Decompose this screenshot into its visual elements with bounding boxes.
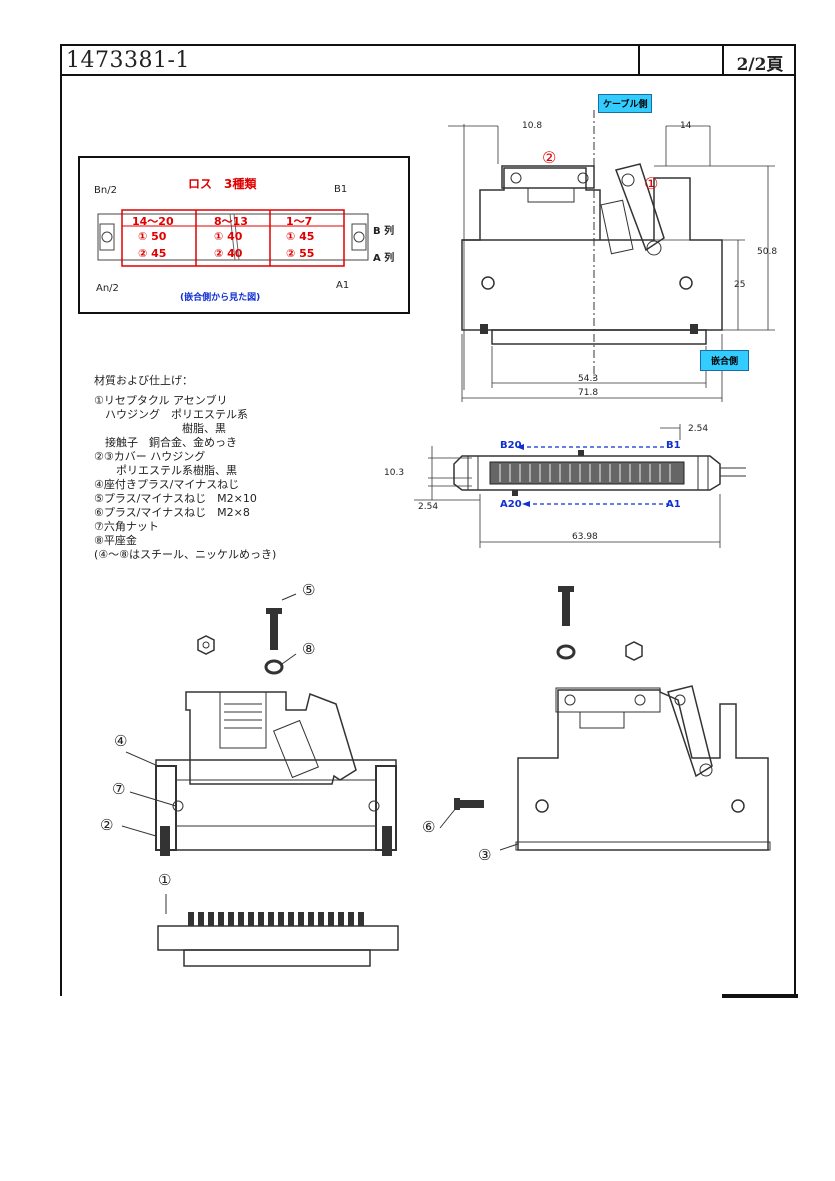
callout-3: ③ [478, 846, 492, 864]
materials-list: 材質および仕上げ： ①リセプタクル アセンブリ ハウジング ポリエステル系 樹脂… [94, 374, 394, 562]
callout-5: ⑤ [302, 581, 316, 599]
pin-box-title: ロス 3種類 [188, 177, 257, 191]
callout-6: ⑥ [422, 818, 436, 836]
label-an2: An/2 [96, 283, 119, 294]
materials-line: 接触子 銅合金、金めっき [94, 436, 237, 449]
dim-10-8: 10.8 [522, 121, 543, 131]
dim-71-8: 71.8 [578, 388, 599, 398]
dim-54-3: 54.3 [578, 374, 599, 384]
group-range: 14〜20 [132, 215, 174, 228]
label-a1-pin: A1 [666, 499, 681, 510]
dim-50-8: 50.8 [757, 247, 778, 257]
pin-box-caption: (嵌合側から見た図) [180, 293, 261, 303]
doc-number: 1473381-1 [66, 48, 190, 73]
page-number: 2/2頁 [736, 55, 784, 75]
dim-14: 14 [680, 121, 692, 131]
dim-2-54-left: 2.54 [418, 502, 439, 512]
group-loss-2: ② 40 [214, 247, 243, 260]
materials-line: ②③カバー ハウジング [94, 450, 206, 463]
dim-2-54-top: 2.54 [688, 424, 709, 434]
dim-63-98: 63.98 [572, 532, 598, 542]
materials-line: (④〜⑧はスチール、ニッケルめっき) [94, 548, 277, 561]
label-bn2: Bn/2 [94, 185, 117, 196]
materials-line: ハウジング ポリエステル系 [94, 408, 248, 421]
pin-row-view [414, 424, 746, 548]
callout-1: ① [644, 174, 659, 193]
dim-25: 25 [734, 280, 746, 290]
materials-line: ポリエステル系樹脂、黒 [94, 464, 237, 477]
materials-line: ⑦六角ナット [94, 520, 159, 533]
pin-loss-box [78, 156, 410, 314]
label-b1: B1 [334, 184, 348, 195]
cable-side-tag: ケーブル側 [598, 94, 653, 113]
materials-line: ④座付きプラス/マイナスねじ [94, 478, 240, 491]
header-row [60, 44, 796, 76]
header-divider [722, 44, 724, 76]
materials-line: 材質および仕上げ： [94, 374, 193, 387]
group-range: 1〜7 [286, 215, 313, 228]
row-a-label: A 列 [373, 253, 395, 264]
header-divider [638, 44, 640, 76]
callout-2: ② [542, 148, 557, 167]
mating-side-tag: 嵌合側 [700, 350, 750, 371]
group-range: 8〜13 [214, 215, 248, 228]
dim-10-3: 10.3 [384, 468, 405, 478]
row-b-label: B 列 [373, 226, 395, 237]
callout-2-exploded: ② [100, 816, 114, 834]
materials-line: ①リセプタクル アセンブリ [94, 394, 228, 407]
label-a1: A1 [336, 280, 350, 291]
exploded-view-left [121, 593, 397, 856]
label-a20: A20 [500, 499, 522, 510]
materials-line: 樹脂、黒 [94, 422, 226, 435]
exploded-view-right [439, 586, 771, 851]
callout-1-receptacle: ① [158, 871, 172, 889]
group-loss-1: ① 50 [138, 230, 167, 243]
callout-4: ④ [114, 732, 128, 750]
bottom-rule [722, 994, 798, 998]
label-b1-pin: B1 [666, 440, 681, 451]
materials-line: ⑥プラス/マイナスねじ M2×8 [94, 506, 250, 519]
callout-8: ⑧ [302, 640, 316, 658]
top-view-drawing [448, 110, 775, 402]
callout-7: ⑦ [112, 780, 126, 798]
label-b20: B20 [500, 440, 522, 451]
group-loss-1: ① 40 [214, 230, 243, 243]
receptacle-drawing [157, 894, 399, 967]
group-loss-2: ② 55 [286, 247, 315, 260]
materials-line: ⑧平座金 [94, 534, 137, 547]
group-loss-1: ① 45 [286, 230, 315, 243]
group-loss-2: ② 45 [138, 247, 167, 260]
pin-loss-diagram [97, 209, 369, 267]
materials-line: ⑤プラス/マイナスねじ M2×10 [94, 492, 257, 505]
